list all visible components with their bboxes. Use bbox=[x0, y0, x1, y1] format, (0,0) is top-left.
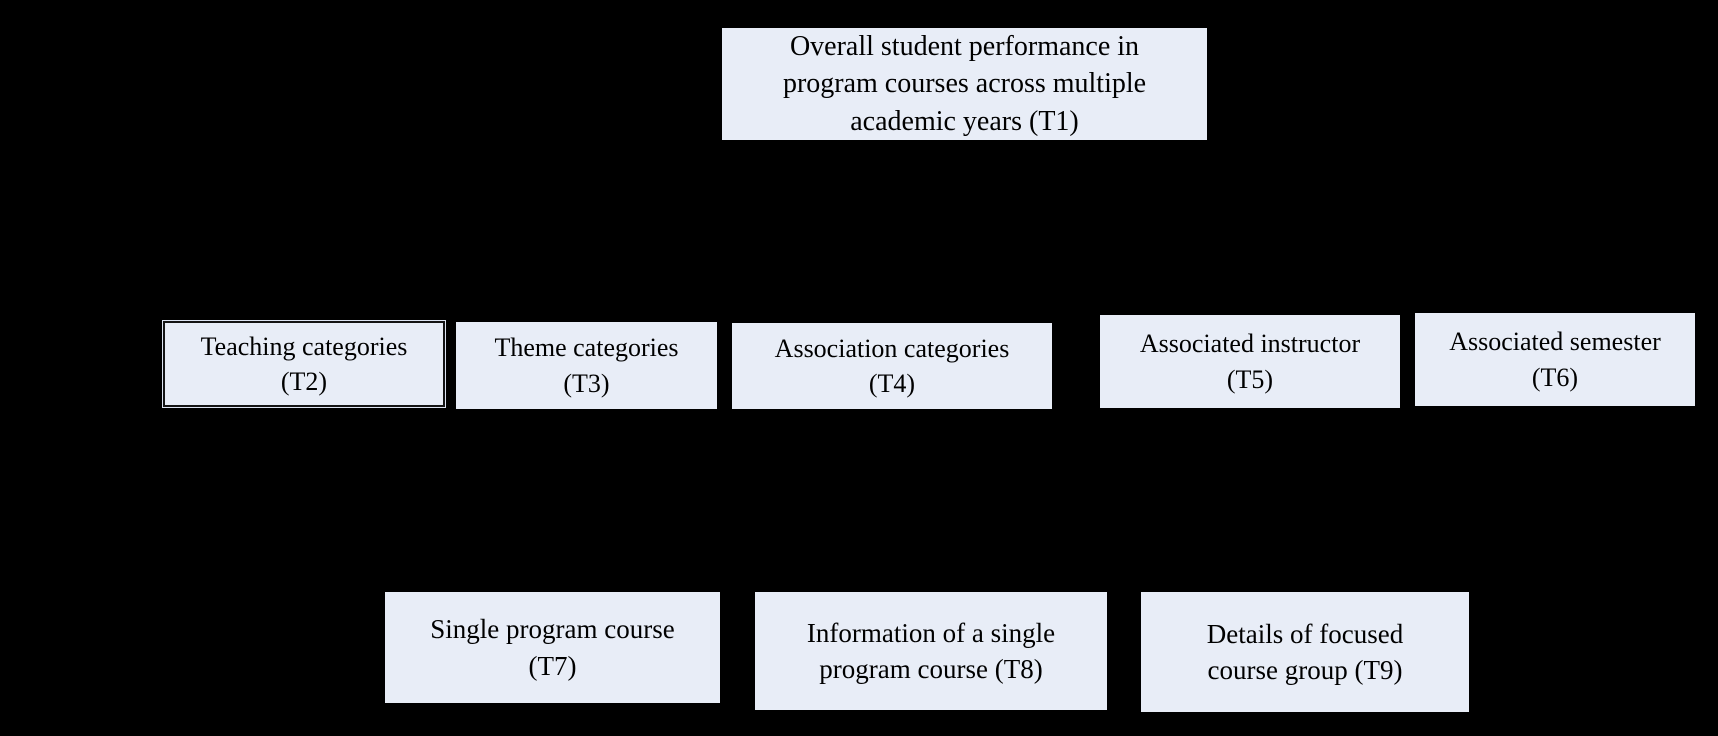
node-t9-details-focused-course-group: Details of focused course group (T9) bbox=[1141, 592, 1469, 712]
node-t8-information-single-program-course: Information of a single program course (… bbox=[755, 592, 1107, 710]
node-t7-single-program-course: Single program course (T7) bbox=[385, 592, 720, 703]
node-t2-teaching-categories: Teaching categories (T2) bbox=[162, 320, 446, 408]
node-t4-association-categories: Association categories (T4) bbox=[732, 323, 1052, 409]
node-t1-overall-student-performance: Overall student performance in program c… bbox=[722, 28, 1207, 140]
node-t5-associated-instructor: Associated instructor (T5) bbox=[1100, 315, 1400, 408]
node-t3-theme-categories: Theme categories (T3) bbox=[456, 322, 717, 409]
node-t6-associated-semester: Associated semester (T6) bbox=[1415, 313, 1695, 406]
